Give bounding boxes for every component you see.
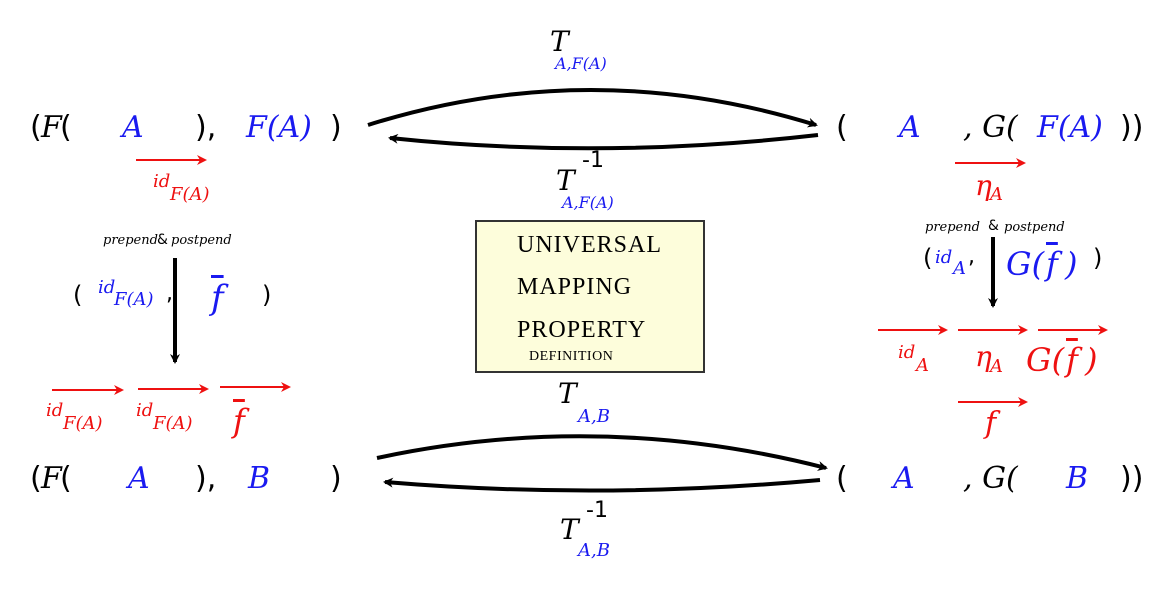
bottom-forward-arrow [376,434,828,471]
right-tuple-comma: , [968,244,975,269]
bottom-inverse-sup: -1 [586,498,608,523]
right-bottom-f: f [985,406,997,441]
box-line-4: DEFINITION [529,349,614,364]
left-tuple-id: id [98,277,116,298]
left-postpend: postpend [171,233,232,248]
tr-open-paren: ( [836,110,848,145]
br-comma-G: , G( [963,461,1018,496]
bottom-forward-T: T [558,377,577,410]
right-prepend: prepend [925,220,980,235]
tl-open-paren: ( [30,110,42,145]
bl-B: B [248,461,271,496]
box-line-2: MAPPING [517,274,633,300]
top-forward-arrow [367,88,818,128]
br-close: )) [1120,461,1144,496]
left-top-id: id [153,171,171,192]
bl-F: F [41,461,62,496]
top-forward-sub: A,F(A) [555,54,607,73]
right-tuple-id-sub: A [953,258,966,279]
tl-close: ) [330,110,342,145]
tl-FA: F(A) [246,110,312,145]
box-line-3: PROPERTY [517,317,647,343]
left-top-id-sub: F(A) [170,184,210,205]
top-inverse-sub: A,F(A) [562,193,614,212]
tl-close-comma: ), [195,110,217,145]
left-tuple-close: ) [262,281,272,309]
tr-comma-G: , G( [963,110,1018,145]
top-inverse-arrow [388,133,819,151]
right-bottom-eta-sub: A [990,356,1003,377]
top-inverse-sup: -1 [582,148,604,173]
tr-FA: F(A) [1037,110,1103,145]
right-bottom-G: G( [1026,341,1065,379]
br-A: A [893,461,915,496]
bl-close-comma: ), [195,461,217,496]
tl-paren: ( [60,110,72,145]
right-bottom-eta: η [975,340,992,373]
left-bottom-id2: id [136,400,154,421]
right-tuple-G-close: ) [1065,245,1078,283]
tl-F: F [41,110,62,145]
bl-open-paren: ( [30,461,42,496]
bottom-forward-sub: A,B [578,406,610,427]
left-prepend: prepend [103,233,158,248]
right-amp: & [988,218,999,234]
left-tuple-id-sub: F(A) [114,289,154,310]
right-tuple-close: ) [1093,244,1103,272]
right-tuple-G: G( [1006,245,1045,283]
left-tuple-fbar: f [211,278,224,318]
universal-mapping-property-box: UNIVERSAL MAPPING PROPERTY DEFINITION [475,220,705,373]
right-tuple-open: ( [923,244,933,272]
right-bottom-G-close: ) [1085,341,1098,379]
left-amp: & [157,232,168,248]
br-B: B [1066,461,1089,496]
bottom-inverse-sub: A,B [578,540,610,561]
left-bottom-id1-sub: F(A) [63,413,103,434]
top-inverse-T: T [556,164,575,197]
bottom-inverse-T: T [560,513,579,546]
right-bottom-id-sub: A [916,355,929,376]
right-bottom-G-fbar: f [1066,341,1078,379]
right-postpend: postpend [1004,220,1065,235]
left-bottom-fbar: f [233,402,245,440]
left-bottom-id1: id [46,400,64,421]
tr-close: )) [1120,110,1144,145]
left-bottom-id2-sub: F(A) [153,413,193,434]
bl-A: A [128,461,150,496]
left-tuple-comma: , [166,281,173,306]
right-tuple-fbar: f [1046,245,1058,283]
right-tuple-id: id [935,247,953,268]
left-tuple-open: ( [73,281,83,309]
tr-A: A [899,110,921,145]
right-top-eta-sub: A [990,184,1003,205]
box-line-1: UNIVERSAL [517,232,662,258]
bl-paren: ( [60,461,72,496]
top-forward-T: T [550,25,569,58]
right-bottom-id: id [898,342,916,363]
bl-close: ) [330,461,342,496]
right-top-eta: η [975,169,992,202]
tl-A: A [122,110,144,145]
bottom-inverse-arrow [383,477,821,493]
br-open-paren: ( [836,461,848,496]
